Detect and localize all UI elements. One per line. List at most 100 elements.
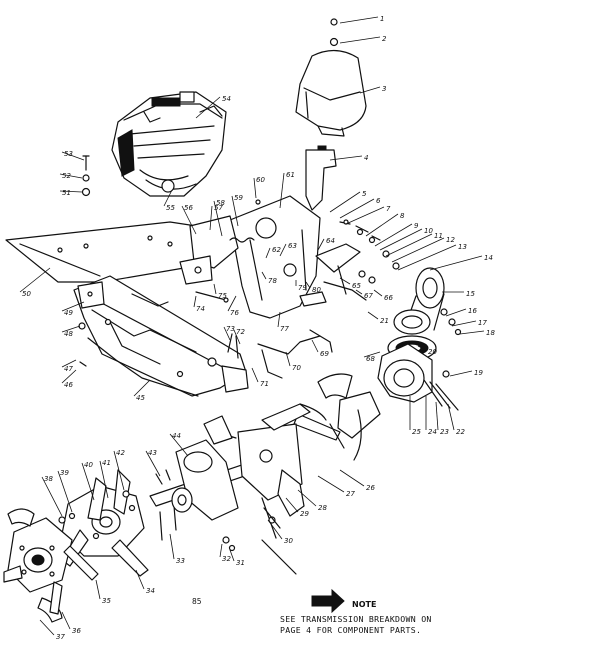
callout-label-15: 15 xyxy=(466,290,475,298)
callout-leader-72 xyxy=(233,329,241,345)
callout-leader-75 xyxy=(213,283,217,295)
callout-leader-28 xyxy=(297,489,317,507)
callout-leader-16 xyxy=(445,308,467,317)
callout-leader-43 xyxy=(145,450,161,477)
callout-leader-73 xyxy=(223,326,231,341)
callout-leader-10 xyxy=(379,228,423,251)
callout-leader-47 xyxy=(61,359,77,368)
callout-label-54: 54 xyxy=(222,95,231,103)
callout-leader-2 xyxy=(339,36,381,44)
callout-leader-33 xyxy=(169,533,175,560)
callout-leader-4 xyxy=(329,155,363,161)
transmission xyxy=(377,343,459,411)
callout-label-63: 63 xyxy=(288,242,297,250)
callout-leader-67 xyxy=(355,289,363,295)
callout-leader-9 xyxy=(374,223,413,247)
callout-leader-21 xyxy=(367,311,379,320)
callout-label-4: 4 xyxy=(364,154,368,162)
callout-label-68: 68 xyxy=(366,355,375,363)
callout-label-30: 30 xyxy=(284,537,293,545)
callout-label-12: 12 xyxy=(446,236,455,244)
callout-label-5: 5 xyxy=(362,190,367,198)
callout-leader-71 xyxy=(251,367,259,383)
callout-leader-65 xyxy=(339,277,351,285)
callout-leader-60 xyxy=(253,177,257,199)
callout-leader-59 xyxy=(231,195,239,227)
callout-leader-1 xyxy=(339,16,379,24)
note-line-2: PAGE 4 FOR COMPONENT PARTS. xyxy=(280,625,421,635)
callout-leader-40 xyxy=(81,462,95,501)
callout-leader-18 xyxy=(459,330,485,335)
callout-leader-31 xyxy=(229,549,235,562)
callout-leader-76 xyxy=(227,295,237,312)
engine-bolts xyxy=(81,155,91,197)
callout-label-11: 11 xyxy=(434,232,443,240)
tine-wheel-outer xyxy=(58,469,149,577)
callout-label-23: 23 xyxy=(440,428,449,436)
callout-label-16: 16 xyxy=(468,307,477,315)
callout-leader-34 xyxy=(135,569,145,590)
callout-leader-58 xyxy=(213,200,223,237)
callout-leader-52 xyxy=(59,173,83,179)
callout-leader-41 xyxy=(99,460,109,499)
callout-label-66: 66 xyxy=(384,294,393,302)
callout-leader-56 xyxy=(181,205,197,235)
callout-label-37: 37 xyxy=(56,633,65,641)
callout-leader-35 xyxy=(95,579,101,600)
callout-leader-6 xyxy=(339,198,375,219)
callout-label-80: 80 xyxy=(312,286,321,294)
callout-label-36: 36 xyxy=(72,627,81,635)
callout-label-53: 53 xyxy=(64,150,73,158)
engine-mount-plate xyxy=(179,195,321,319)
callout-leader-5 xyxy=(329,191,361,213)
tine-wheel-end xyxy=(3,508,99,623)
callout-label-28: 28 xyxy=(318,504,327,512)
callout-leader-14 xyxy=(429,255,483,271)
callout-leader-8 xyxy=(365,213,399,237)
callout-leader-13 xyxy=(397,244,457,271)
tine-shield xyxy=(5,221,237,283)
callout-label-56: 56 xyxy=(184,204,193,212)
page-number: 85 xyxy=(192,597,202,606)
callout-leader-39 xyxy=(57,470,73,513)
callout-label-3: 3 xyxy=(382,85,386,93)
callout-leader-37 xyxy=(39,619,55,636)
callout-label-22: 22 xyxy=(456,428,465,436)
callout-label-51: 51 xyxy=(62,189,71,197)
note-leader-line xyxy=(261,539,297,575)
callout-label-2: 2 xyxy=(382,35,387,43)
belt-guard xyxy=(295,18,367,211)
callout-leader-53 xyxy=(61,151,85,161)
callout-leader-51 xyxy=(59,190,83,193)
callout-label-73: 73 xyxy=(226,325,235,333)
callout-label-75: 75 xyxy=(218,292,227,300)
callout-leader-23 xyxy=(435,401,439,431)
callout-label-52: 52 xyxy=(62,172,71,180)
callout-leader-19 xyxy=(449,370,473,377)
callout-label-43: 43 xyxy=(148,449,157,457)
callout-label-25: 25 xyxy=(412,428,421,436)
callout-label-24: 24 xyxy=(428,428,437,436)
callout-label-14: 14 xyxy=(484,254,493,262)
callout-label-38: 38 xyxy=(44,475,53,483)
callout-leader-17 xyxy=(451,320,477,327)
callout-label-1: 1 xyxy=(380,15,384,23)
callout-leader-29 xyxy=(285,497,299,513)
callout-label-61: 61 xyxy=(286,171,295,179)
callout-label-10: 10 xyxy=(424,227,433,235)
callout-label-59: 59 xyxy=(234,194,243,202)
callout-leader-45 xyxy=(133,379,151,397)
callout-label-26: 26 xyxy=(366,484,375,492)
callout-leader-11 xyxy=(385,233,433,257)
callout-label-39: 39 xyxy=(60,469,69,477)
callout-leader-69 xyxy=(311,339,319,353)
callout-label-31: 31 xyxy=(236,559,245,567)
callout-label-46: 46 xyxy=(64,381,73,389)
callout-leader-3 xyxy=(359,86,381,94)
callout-leader-57 xyxy=(209,205,213,231)
callout-leader-42 xyxy=(113,450,125,491)
control-linkage xyxy=(227,329,333,379)
note-arrow-icon xyxy=(311,588,345,614)
